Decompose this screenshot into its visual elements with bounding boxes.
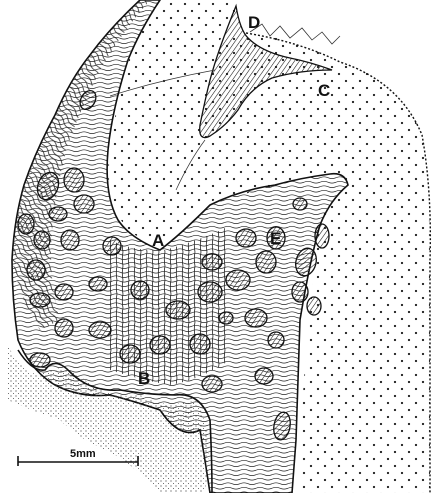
cell bbox=[202, 254, 222, 270]
scale-bar-label: 5mm bbox=[70, 448, 96, 460]
cell bbox=[18, 214, 34, 234]
cell bbox=[89, 322, 111, 338]
cell bbox=[55, 284, 73, 300]
cell bbox=[61, 230, 79, 250]
cell bbox=[198, 282, 222, 302]
cell bbox=[27, 260, 45, 280]
cell bbox=[190, 334, 210, 354]
cell bbox=[74, 195, 94, 213]
cell bbox=[30, 293, 50, 307]
cell bbox=[34, 231, 50, 249]
cell bbox=[131, 281, 149, 299]
cell bbox=[202, 376, 222, 392]
cell bbox=[150, 336, 170, 354]
cell bbox=[307, 297, 321, 315]
cell bbox=[226, 270, 250, 290]
cell bbox=[55, 319, 73, 337]
cell bbox=[49, 207, 67, 221]
cell bbox=[255, 368, 273, 384]
cell bbox=[219, 312, 233, 324]
cell bbox=[256, 251, 276, 273]
cell bbox=[268, 332, 284, 348]
cell bbox=[236, 229, 256, 247]
label-d: D bbox=[248, 13, 260, 32]
label-b: B bbox=[138, 369, 150, 388]
cell bbox=[64, 168, 84, 192]
label-c: C bbox=[318, 81, 330, 100]
cell bbox=[166, 301, 190, 319]
cell bbox=[30, 353, 50, 367]
cell bbox=[293, 198, 307, 210]
cell bbox=[292, 282, 308, 302]
label-a: A bbox=[152, 231, 164, 250]
label-e: E bbox=[270, 229, 281, 248]
cell bbox=[103, 237, 121, 255]
cell bbox=[245, 309, 267, 327]
cell bbox=[89, 277, 107, 291]
cell bbox=[315, 224, 329, 248]
cell bbox=[120, 345, 140, 363]
